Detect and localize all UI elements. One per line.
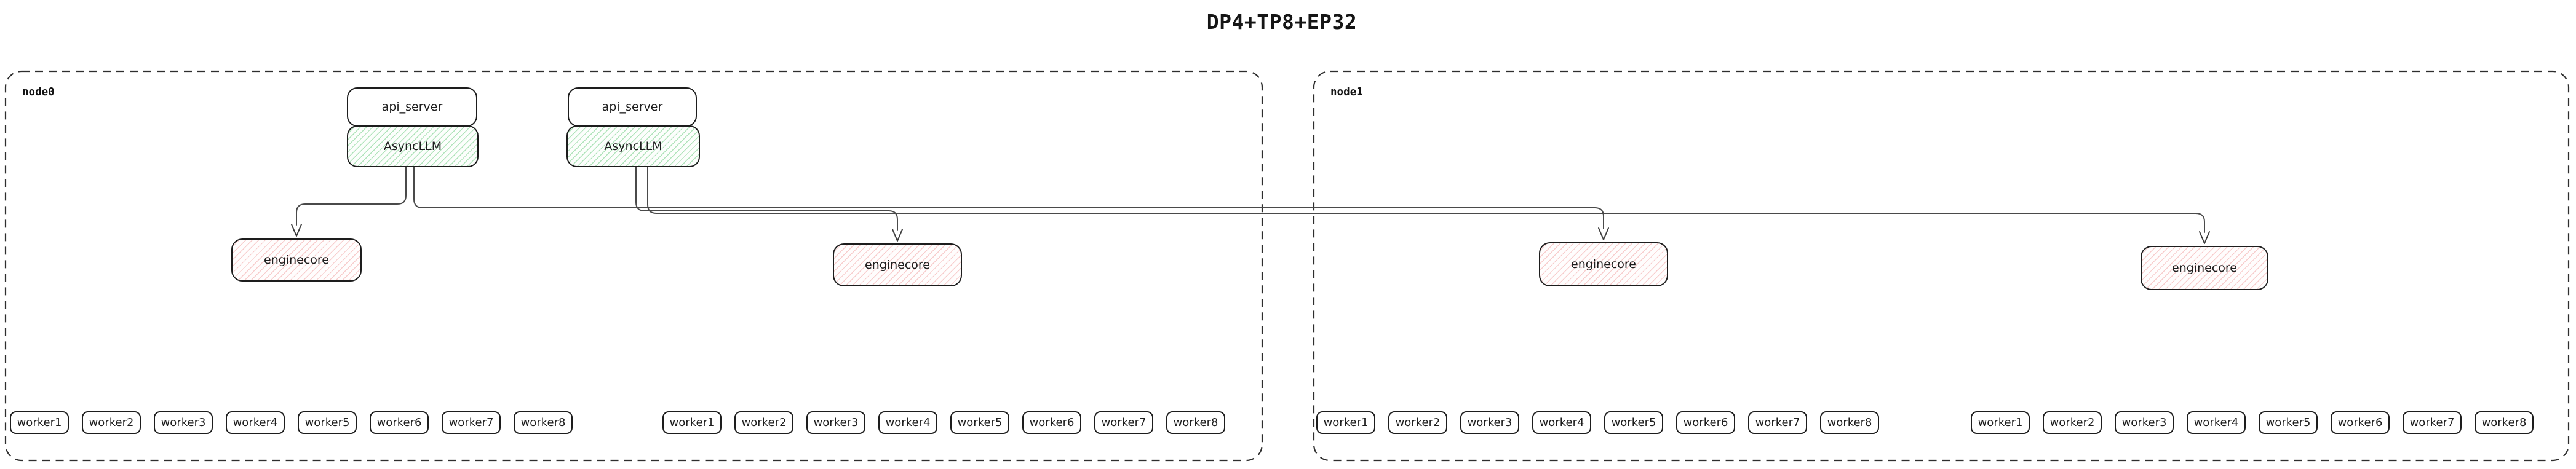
worker-box: worker1 xyxy=(662,411,722,434)
worker-box: worker8 xyxy=(1820,411,1879,434)
arrowhead-3 xyxy=(892,229,903,242)
worker-row-node1-b: worker1 worker2 worker3 worker4 worker5 worke… xyxy=(1971,411,2534,434)
worker-box: worker7 xyxy=(1748,411,1807,434)
enginecore-box-1: enginecore xyxy=(231,238,362,282)
worker-box: worker4 xyxy=(878,411,937,434)
enginecore-box-4: enginecore xyxy=(2141,246,2268,290)
worker-box: worker6 xyxy=(370,411,429,434)
node1-boundary xyxy=(1313,70,2570,462)
worker-box: worker3 xyxy=(2115,411,2174,434)
worker-box: worker5 xyxy=(2259,411,2318,434)
arrowhead-2 xyxy=(1598,227,1609,240)
worker-box: worker5 xyxy=(950,411,1009,434)
api-server-box-1: api_server xyxy=(347,87,477,127)
worker-box: worker5 xyxy=(1604,411,1663,434)
worker-box: worker1 xyxy=(1971,411,2030,434)
worker-box: worker7 xyxy=(2403,411,2462,434)
node0-boundary xyxy=(4,70,1263,462)
async-llm-box-1: AsyncLLM xyxy=(347,125,479,167)
worker-box: worker3 xyxy=(154,411,213,434)
enginecore-box-2: enginecore xyxy=(833,243,962,286)
arrowhead-1 xyxy=(291,224,302,237)
worker-box: worker6 xyxy=(1676,411,1735,434)
worker-box: worker8 xyxy=(1166,411,1225,434)
worker-box: worker2 xyxy=(734,411,793,434)
diagram-title: DP4+TP8+EP32 xyxy=(1206,10,1358,34)
worker-box: worker8 xyxy=(2475,411,2534,434)
connector-edge-4 xyxy=(647,167,2205,233)
worker-box: worker1 xyxy=(10,411,69,434)
worker-box: worker3 xyxy=(1460,411,1519,434)
worker-row-node0-b: worker1 worker2 worker3 worker4 worker5 worke… xyxy=(662,411,1225,434)
connector-edge-1 xyxy=(296,167,407,226)
worker-box: worker7 xyxy=(442,411,501,434)
worker-box: worker2 xyxy=(2043,411,2102,434)
worker-box: worker4 xyxy=(226,411,285,434)
worker-box: worker6 xyxy=(1022,411,1081,434)
worker-box: worker3 xyxy=(806,411,865,434)
api-server-box-2: api_server xyxy=(568,87,697,127)
worker-box: worker6 xyxy=(2331,411,2390,434)
connector-edge-3 xyxy=(635,167,898,231)
worker-box: worker5 xyxy=(298,411,357,434)
async-llm-box-2: AsyncLLM xyxy=(566,125,700,167)
node1-label: node1 xyxy=(1330,86,1363,98)
worker-box: worker1 xyxy=(1316,411,1375,434)
worker-row-node1-a: worker1 worker2 worker3 worker4 worker5 worke… xyxy=(1316,411,1879,434)
worker-box: worker4 xyxy=(2187,411,2246,434)
connector-edge-2 xyxy=(413,167,1604,229)
worker-box: worker8 xyxy=(514,411,573,434)
worker-box: worker2 xyxy=(1388,411,1447,434)
worker-box: worker7 xyxy=(1094,411,1153,434)
worker-row-node0-a: worker1 worker2 worker3 worker4 worker5 worke… xyxy=(10,411,573,434)
arrowhead-4 xyxy=(2199,231,2210,244)
node0-label: node0 xyxy=(22,86,55,98)
worker-box: worker2 xyxy=(82,411,141,434)
enginecore-box-3: enginecore xyxy=(1539,242,1668,286)
worker-box: worker4 xyxy=(1532,411,1591,434)
